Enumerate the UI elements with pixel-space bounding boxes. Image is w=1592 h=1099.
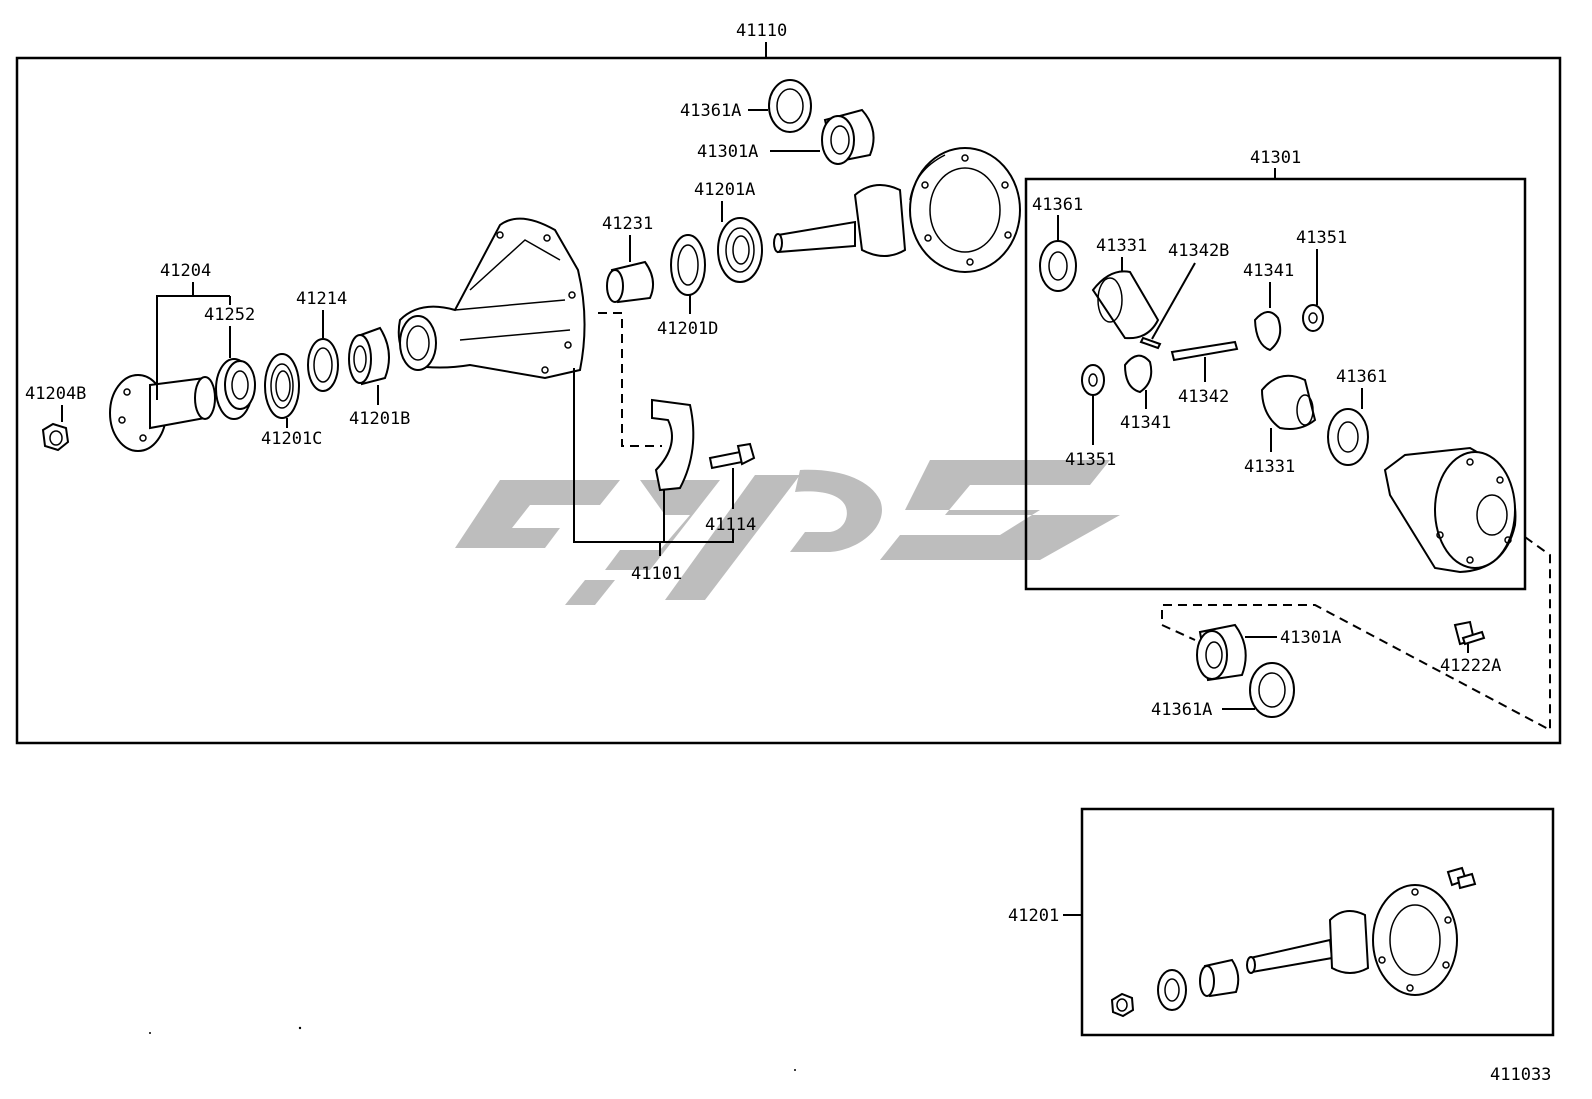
collapsible-spacer-41231 xyxy=(606,260,655,304)
bearing-41201A xyxy=(717,217,763,283)
label-41361A-bottom: 41361A xyxy=(1151,700,1212,720)
pinion-shaft-41342 xyxy=(1170,340,1239,362)
shim-41201D xyxy=(670,234,706,296)
side-gear-41331-b xyxy=(1260,374,1317,430)
adjusting-nut-41361A-top xyxy=(768,79,812,133)
side-gear-41331-a xyxy=(1091,270,1160,340)
label-41201C: 41201C xyxy=(261,429,322,449)
pinion-gear-41341-b xyxy=(1123,354,1153,394)
label-41301A-bottom: 41301A xyxy=(1280,628,1341,648)
lock-bolt-41222A xyxy=(1453,620,1486,646)
label-41201: 41201 xyxy=(1008,906,1059,926)
bearing-41201B xyxy=(348,326,390,386)
differential-carrier-41101 xyxy=(397,217,586,380)
adjusting-nut-41361A-bottom xyxy=(1249,662,1295,718)
label-41231: 41231 xyxy=(602,214,653,234)
label-41361-a: 41361 xyxy=(1032,195,1083,215)
label-41101: 41101 xyxy=(631,564,682,584)
label-41351-b: 41351 xyxy=(1065,450,1116,470)
label-41331-a: 41331 xyxy=(1096,236,1147,256)
figure-number: 411033 xyxy=(1490,1065,1551,1085)
drive-pinion-and-ring-gear xyxy=(773,147,1021,273)
pinion-gear-41341-a xyxy=(1253,311,1282,352)
label-41204: 41204 xyxy=(160,261,211,281)
label-41201B: 41201B xyxy=(349,409,410,429)
bearing-41201C xyxy=(264,353,300,419)
watermark-logo xyxy=(455,460,1120,605)
spacer-41252 xyxy=(215,358,256,420)
spacer-ring-41214 xyxy=(307,338,339,392)
bearing-41301A-bottom xyxy=(1196,623,1247,682)
label-41201D: 41201D xyxy=(657,319,718,339)
ring-pinion-set-frame xyxy=(1080,807,1555,1037)
differential-case xyxy=(1383,446,1517,574)
label-41301A-top: 41301A xyxy=(697,142,758,162)
label-41204B: 41204B xyxy=(25,384,86,404)
label-41351-a: 41351 xyxy=(1296,228,1347,248)
label-41301: 41301 xyxy=(1250,148,1301,168)
label-41341-a: 41341 xyxy=(1243,261,1294,281)
label-41201A: 41201A xyxy=(694,180,755,200)
label-41252: 41252 xyxy=(204,305,255,325)
thrust-washer-41351-a xyxy=(1302,304,1324,332)
bearing-cap xyxy=(651,398,695,492)
thrust-washer-41351-b xyxy=(1081,364,1105,396)
nut-41204B xyxy=(41,422,70,452)
side-washer-41361-a xyxy=(1039,240,1077,292)
bearing-41301A-top xyxy=(821,108,875,165)
pin-41342B xyxy=(1139,336,1162,350)
cap-bolt-41114 xyxy=(708,442,756,470)
label-41361-b: 41361 xyxy=(1336,367,1387,387)
label-41361A-top: 41361A xyxy=(680,101,741,121)
main-frame xyxy=(15,56,1562,745)
ring-and-pinion-set xyxy=(1110,866,1477,1018)
label-41342: 41342 xyxy=(1178,387,1229,407)
label-41331-b: 41331 xyxy=(1244,457,1295,477)
label-41342B: 41342B xyxy=(1168,241,1229,261)
label-41341-b: 41341 xyxy=(1120,413,1171,433)
label-41110: 41110 xyxy=(736,21,787,41)
label-41214: 41214 xyxy=(296,289,347,309)
label-41222A: 41222A xyxy=(1440,656,1501,676)
companion-flange-41204 xyxy=(109,374,216,452)
label-41114: 41114 xyxy=(705,515,756,535)
side-washer-41361-b xyxy=(1327,408,1369,466)
